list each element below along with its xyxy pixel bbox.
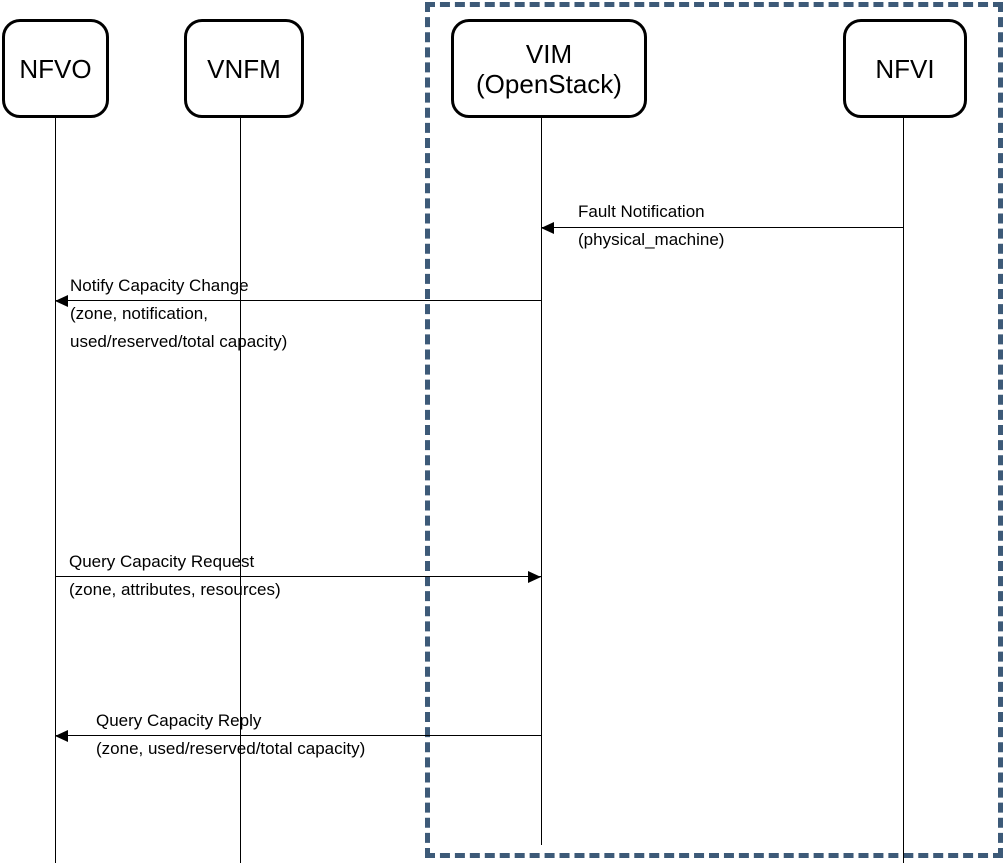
participant-vim[interactable]: VIM (OpenStack) xyxy=(451,19,647,118)
participant-nfvo[interactable]: NFVO xyxy=(2,19,109,118)
message-label-fault-notification: Fault Notification (physical_machine) xyxy=(578,202,725,249)
message-label-query-capacity-request: Query Capacity Request (zone, attributes… xyxy=(69,552,281,599)
message-line-fault-notification[interactable] xyxy=(541,227,903,228)
participant-label-nfvo: NFVO xyxy=(19,53,92,84)
group-boundary-vim-nfvi xyxy=(425,2,1003,858)
lifeline-nfvo xyxy=(55,118,56,863)
arrowhead-right-icon-query-capacity-request xyxy=(528,571,541,583)
message-label-query-capacity-reply: Query Capacity Reply (zone, used/reserve… xyxy=(96,711,366,758)
lifeline-nfvi xyxy=(903,118,904,863)
arrowhead-left-icon-notify-capacity-change xyxy=(55,295,68,307)
message-line-query-capacity-request[interactable] xyxy=(55,576,541,577)
message-label-notify-capacity-change: Notify Capacity Change (zone, notificati… xyxy=(70,276,288,351)
participant-label-nfvi: NFVI xyxy=(875,53,935,84)
participant-label-vnfm: VNFM xyxy=(207,53,281,84)
participant-label-vim: VIM (OpenStack) xyxy=(476,38,622,99)
arrowhead-left-icon-query-capacity-reply xyxy=(55,730,68,742)
participant-vnfm[interactable]: VNFM xyxy=(184,19,304,118)
message-line-query-capacity-reply[interactable] xyxy=(55,735,541,736)
lifeline-vnfm xyxy=(240,118,241,863)
participant-nfvi[interactable]: NFVI xyxy=(843,19,967,118)
lifeline-vim xyxy=(541,118,542,845)
message-line-notify-capacity-change[interactable] xyxy=(55,300,541,301)
arrowhead-left-icon-fault-notification xyxy=(541,222,554,234)
